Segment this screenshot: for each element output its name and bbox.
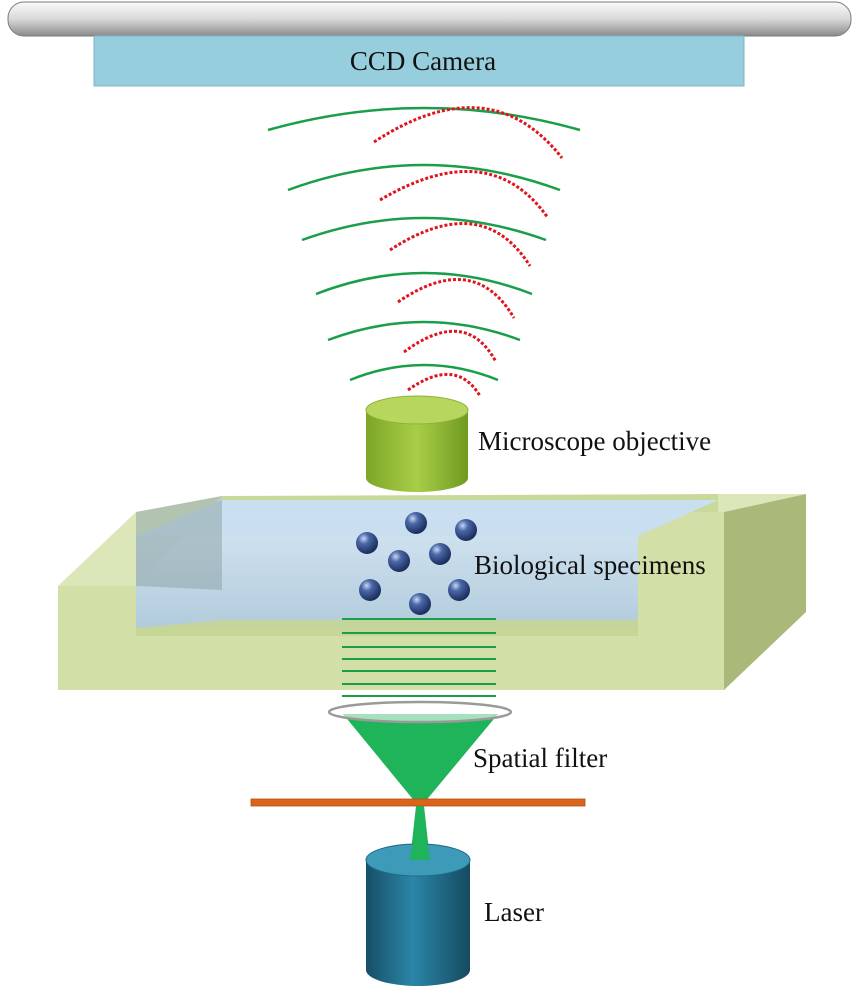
- laser-output-beam: [410, 832, 430, 860]
- biological-specimens: Biological specimens: [356, 512, 706, 615]
- camera-label: CCD Camera: [350, 46, 496, 76]
- plane-wave-lines: [342, 618, 496, 697]
- specimen-cell: [405, 512, 427, 534]
- reference-wavefront: [301, 216, 547, 242]
- specimen-cell: [455, 519, 477, 541]
- specimen-cell: [359, 579, 381, 601]
- object-wavefront: [389, 222, 532, 267]
- object-wavefront: [379, 170, 550, 219]
- object-wavefront: [407, 373, 482, 397]
- chamber-floor-edge: [136, 620, 638, 636]
- reference-wavefront: [349, 363, 499, 382]
- reference-wavefront: [327, 320, 521, 342]
- camera-body: [93, 35, 745, 87]
- sample-chamber: [58, 494, 806, 690]
- reference-wavefront: [287, 163, 561, 192]
- liquid-surface-band: [136, 500, 718, 536]
- chamber-right-side: [724, 494, 806, 690]
- reference-wavefront: [267, 106, 581, 132]
- specimen-cell: [388, 550, 410, 572]
- laser-label: Laser: [484, 897, 544, 927]
- object-wavefront: [373, 106, 564, 159]
- specimen-cell: [448, 579, 470, 601]
- reference-wavefront: [315, 271, 533, 296]
- laser-side: [366, 860, 470, 986]
- filter-label: Spatial filter: [473, 743, 607, 773]
- wavefronts: [267, 106, 581, 397]
- objective-label: Microscope objective: [478, 426, 711, 456]
- chamber-left-inner-wall: [136, 496, 222, 590]
- spatial-filter: Spatial filter: [250, 700, 607, 860]
- laser: Laser: [365, 832, 544, 986]
- specimen-cell: [356, 532, 378, 554]
- microscope-objective: Microscope objective: [365, 395, 711, 492]
- specimen-cell: [429, 543, 451, 565]
- ccd-camera: CCD Camera: [7, 1, 852, 87]
- specimens-label: Biological specimens: [474, 550, 706, 580]
- specimen-cell: [409, 593, 431, 615]
- object-wavefront: [403, 329, 498, 363]
- filter-lens: [327, 700, 513, 724]
- camera-rail: [7, 1, 852, 37]
- objective-top: [365, 395, 469, 425]
- pinhole-plate: [250, 798, 586, 807]
- objective-side: [366, 410, 468, 492]
- diverging-beam: [343, 714, 498, 803]
- object-wavefront: [397, 278, 516, 319]
